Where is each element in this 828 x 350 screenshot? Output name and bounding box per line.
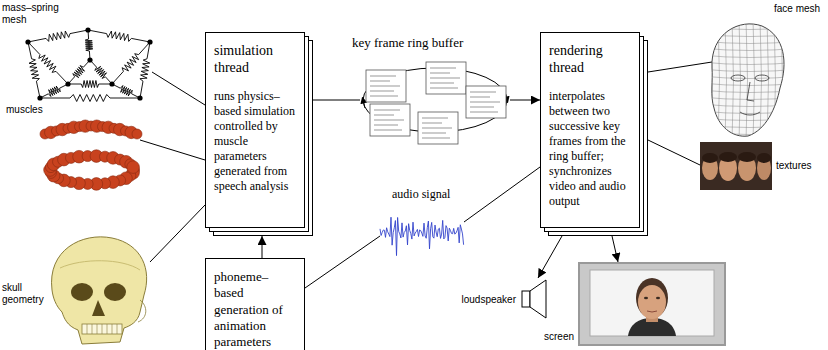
leader-line	[648, 140, 700, 165]
mesh-line	[774, 18, 776, 142]
mass-point	[25, 39, 30, 44]
mass-point	[147, 39, 152, 44]
arrow-connector	[313, 100, 540, 101]
skull-illustration	[52, 237, 147, 344]
mesh-line	[700, 132, 800, 135]
mesh-line	[700, 62, 800, 65]
mesh-line	[795, 18, 797, 142]
audio-waveform	[380, 217, 464, 255]
illustration-label: face mesh	[774, 3, 820, 15]
leader-line	[150, 205, 205, 262]
mesh-line	[753, 18, 755, 142]
spring-symbol	[40, 95, 140, 102]
spring-symbol	[68, 60, 90, 84]
thread-box: rendering thread interpolates between two…	[540, 32, 640, 228]
spring-symbol	[68, 81, 112, 88]
spring-symbol	[112, 84, 140, 98]
box-heading: simulation thread	[214, 43, 296, 77]
illustration-label: skull geometry	[2, 282, 48, 305]
spring-symbol	[140, 42, 150, 98]
mesh-line	[700, 111, 800, 114]
loudspeaker-symbol: loudspeaker	[520, 278, 548, 320]
mass-point	[37, 95, 42, 100]
mesh-line	[700, 125, 800, 128]
mesh-line	[700, 48, 800, 51]
thread-box: simulation thread runs physics–based simu…	[205, 32, 305, 228]
mesh-line	[700, 34, 800, 37]
mesh-line	[700, 90, 800, 93]
arrow-connector	[612, 236, 618, 262]
mesh-line	[700, 55, 800, 58]
screen-illustration	[579, 263, 725, 345]
process-box: phoneme–based generation of animation pa…	[205, 258, 305, 350]
mass-point	[65, 81, 70, 86]
mesh-line	[700, 27, 800, 30]
mesh-line	[700, 20, 800, 23]
muscle-bead	[127, 161, 140, 174]
symbol-label: loudspeaker	[462, 294, 516, 306]
leader-line	[140, 140, 205, 160]
arrow-connector	[262, 236, 263, 258]
leader-line	[152, 72, 205, 105]
illustration-label: key frame ring buffer	[352, 36, 463, 51]
illustration-label: textures	[776, 160, 812, 172]
mesh-line	[700, 139, 800, 142]
illustration-label: audio signal	[392, 188, 450, 202]
mesh-line	[700, 97, 800, 100]
mass-point	[85, 27, 90, 32]
leader-line	[648, 62, 712, 72]
mesh-line	[700, 118, 800, 121]
mesh-line	[700, 104, 800, 107]
arrow-connector	[538, 236, 562, 278]
muscle-illustration	[40, 120, 142, 190]
spring-symbol	[28, 30, 88, 42]
mesh-line	[781, 18, 783, 142]
symbol-label: screen	[544, 331, 574, 343]
mesh-line	[704, 18, 706, 142]
waveform	[380, 217, 464, 255]
box-text: interpolates between two successive key …	[549, 89, 631, 209]
box-text: runs physics–based simulation controlled…	[214, 89, 296, 194]
mesh-line	[700, 41, 800, 44]
spring-symbol	[88, 30, 150, 42]
spring-symbol	[28, 42, 40, 98]
spring-symbol	[85, 30, 93, 60]
mesh-line	[746, 18, 748, 142]
mesh-line	[760, 18, 762, 142]
box-heading: rendering thread	[549, 43, 631, 77]
mesh-line	[788, 18, 790, 142]
screen-symbol: screen	[578, 262, 726, 346]
mesh-line	[725, 18, 727, 142]
texture-images	[700, 142, 772, 190]
illustration-label: mass–spring mesh	[2, 2, 64, 25]
mesh-line	[711, 18, 713, 142]
mass-point	[109, 81, 114, 86]
mesh-line	[700, 76, 800, 79]
mesh-line	[739, 18, 741, 142]
spring-symbol	[40, 84, 68, 98]
loudspeaker-symbol	[522, 280, 546, 318]
mass-point	[137, 95, 142, 100]
muscle-bead	[132, 129, 142, 139]
spring-symbol	[112, 42, 150, 84]
ring-buffer-illustration	[363, 62, 507, 144]
mesh-line	[700, 69, 800, 72]
face-mesh-illustration	[700, 18, 800, 142]
box-text: phoneme–based generation of animation pa…	[214, 269, 296, 350]
spring-symbol	[90, 60, 112, 84]
mass-spring-mesh	[25, 27, 152, 101]
arrow-connector	[305, 167, 540, 288]
illustration-label: muscles	[6, 104, 43, 116]
mass-point	[87, 57, 92, 62]
spring-symbol	[28, 42, 68, 84]
mesh-line	[718, 18, 720, 142]
